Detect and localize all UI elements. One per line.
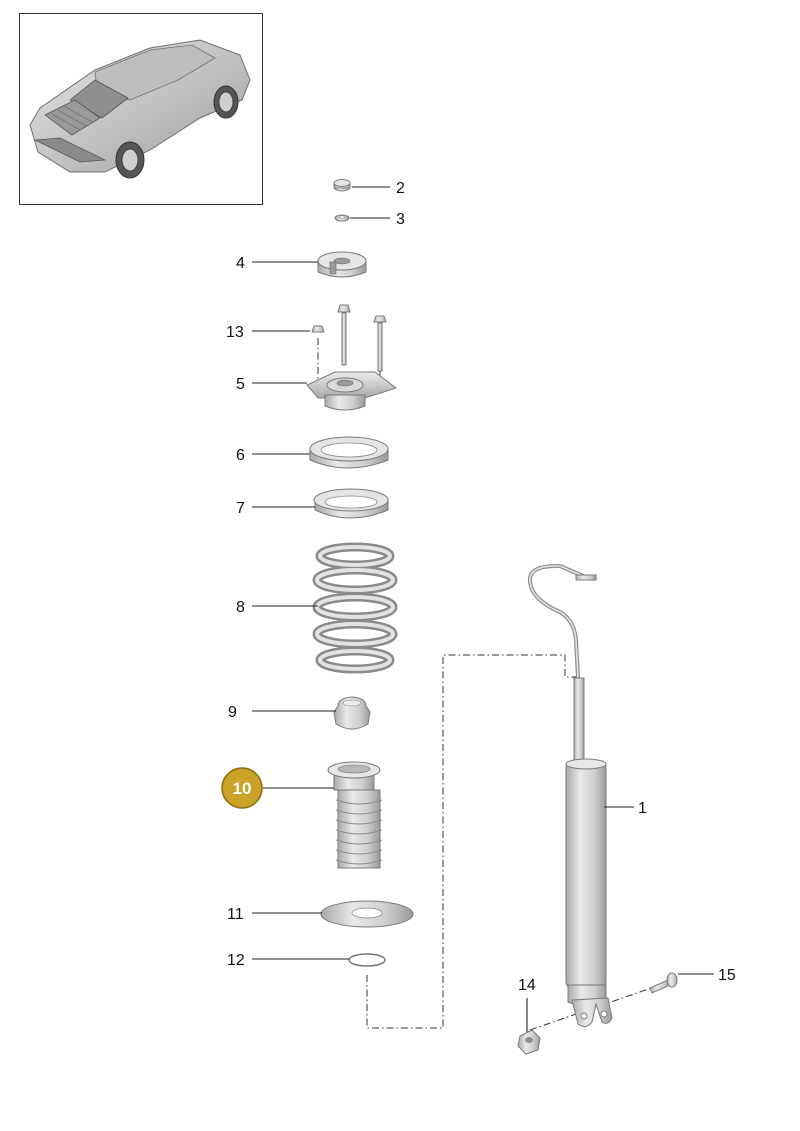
part-6-spring-seat [309,436,389,469]
callout-10[interactable]: 10 [233,779,252,798]
callout-10-badge[interactable]: 10 [221,767,263,809]
callout-14[interactable]: 14 [518,977,536,994]
part-4-bushing [317,251,367,278]
car-illustration [29,39,251,179]
part-5-top-mount [306,371,398,411]
callout-8[interactable]: 8 [236,599,245,616]
callout-12[interactable]: 12 [227,952,245,969]
part-10-dust-boot [327,761,383,869]
callout-3[interactable]: 3 [396,211,405,228]
callout-11[interactable]: 11 [227,906,244,923]
part-7-isolator [313,488,389,519]
part-3-washer [334,214,350,222]
callout-13[interactable]: 13 [226,324,244,341]
callout-7[interactable]: 7 [236,500,245,517]
part-11-washer [320,900,414,928]
part-9-bump-stop [333,696,371,730]
part-14-nut [517,1029,541,1055]
part-12-o-ring [348,953,386,967]
callout-9[interactable]: 9 [228,704,237,721]
callout-4[interactable]: 4 [236,255,245,272]
part-8-coil-highlight [315,545,395,671]
callout-6[interactable]: 6 [236,447,245,464]
callout-5[interactable]: 5 [236,376,245,393]
highlight-badge [221,767,263,809]
part-13-bolts [311,304,387,372]
part-15-bolt [649,972,678,994]
callout-1[interactable]: 1 [638,800,647,817]
vehicle-thumbnail [19,13,263,205]
assembly-line [366,654,577,1029]
part-2-nut [333,179,351,192]
callout-labels: 2 3 4 13 5 6 7 8 9 10 11 12 1 14 15 [221,180,736,994]
callout-15[interactable]: 15 [718,967,736,984]
callout-2[interactable]: 2 [396,180,405,197]
leader-lines [252,186,714,1032]
part-1-shock-absorber [527,563,613,1028]
